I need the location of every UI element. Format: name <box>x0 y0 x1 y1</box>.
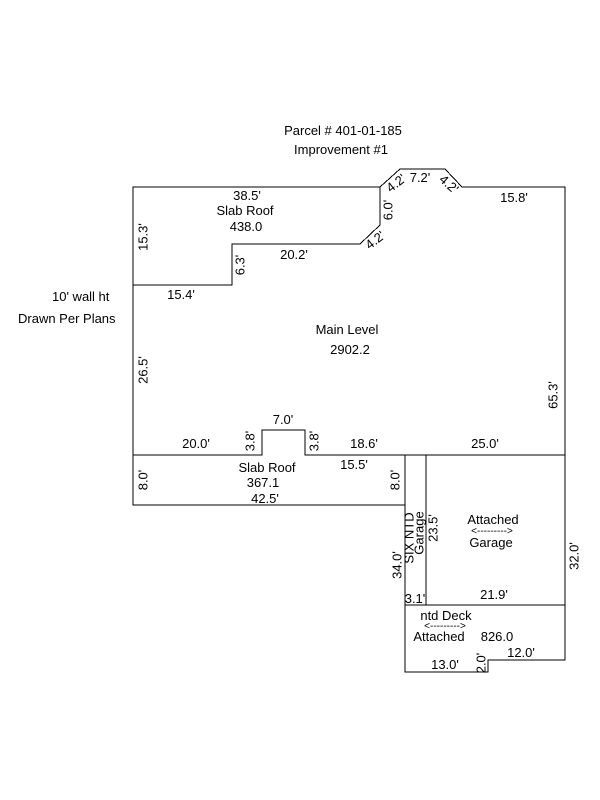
dim-label: 34.0' <box>389 551 405 579</box>
dim-label: 25.0' <box>471 436 499 451</box>
dim-label: 13.0' <box>431 657 459 672</box>
dim-label: 15.8' <box>500 190 528 205</box>
dim-label: 3.8' <box>242 430 258 452</box>
deck-label: ntd Deck <box>420 608 472 623</box>
dim-label: 15.3' <box>135 223 151 251</box>
slab-roof-top-outline <box>133 187 381 286</box>
building-outline <box>132 168 566 506</box>
improvement-label: Improvement #1 <box>294 142 388 157</box>
dim-label: 15.5' <box>340 457 368 472</box>
parcel-number: Parcel # 401-01-185 <box>284 123 402 138</box>
slab-roof-bottom-outline <box>133 429 405 456</box>
deck-arrow: <---------> <box>424 621 466 632</box>
garage-label: Garage <box>469 535 513 550</box>
dim-label: 8.0' <box>387 469 403 491</box>
slab-roof-top-area: 438.0 <box>229 219 263 234</box>
dim-label: 32.0' <box>566 542 582 570</box>
dim-label: 7.2' <box>409 170 431 185</box>
dim-label: 3.8' <box>306 430 322 452</box>
dim-label: 26.5' <box>135 356 151 384</box>
slab-roof-bottom-area: 367.1 <box>246 475 280 490</box>
dim-label: 23.5' <box>425 514 441 542</box>
main-level-area: 2902.2 <box>330 342 370 357</box>
dim-label: 2.0' <box>473 652 489 674</box>
garage-label-attached: Attached <box>467 512 519 527</box>
dim-label: 8.0' <box>135 469 151 491</box>
dim-label: 6.0' <box>380 199 396 221</box>
dim-label: 38.5' <box>233 188 261 203</box>
dim-label: 42.5' <box>251 491 279 506</box>
dim-label: 20.2' <box>280 247 308 262</box>
dim-label: 20.0' <box>182 436 210 451</box>
deck-area: 826.0 <box>480 629 514 644</box>
dim-label: 21.9' <box>480 587 508 602</box>
main-level-label: Main Level <box>315 322 379 337</box>
strip-label-garage: Garage <box>411 511 427 555</box>
slab-roof-top-label: Slab Roof <box>216 203 274 218</box>
deck-outline <box>404 604 566 673</box>
dim-label: 6.3' <box>232 254 248 276</box>
dim-label: 12.0' <box>507 645 535 660</box>
dim-label: 3.1' <box>404 591 426 606</box>
wall-height-note: 10' wall ht <box>52 289 110 304</box>
dim-label: 18.6' <box>350 436 378 451</box>
slab-roof-bottom-label: Slab Roof <box>238 460 296 475</box>
dim-label: 7.0' <box>272 412 294 427</box>
drawn-per-plans-note: Drawn Per Plans <box>18 311 116 326</box>
garage-arrow: <---------> <box>471 526 513 537</box>
dim-label: 15.4' <box>167 287 195 302</box>
deck-attached-label: Attached <box>413 629 465 644</box>
dim-label: 65.3' <box>545 381 561 409</box>
